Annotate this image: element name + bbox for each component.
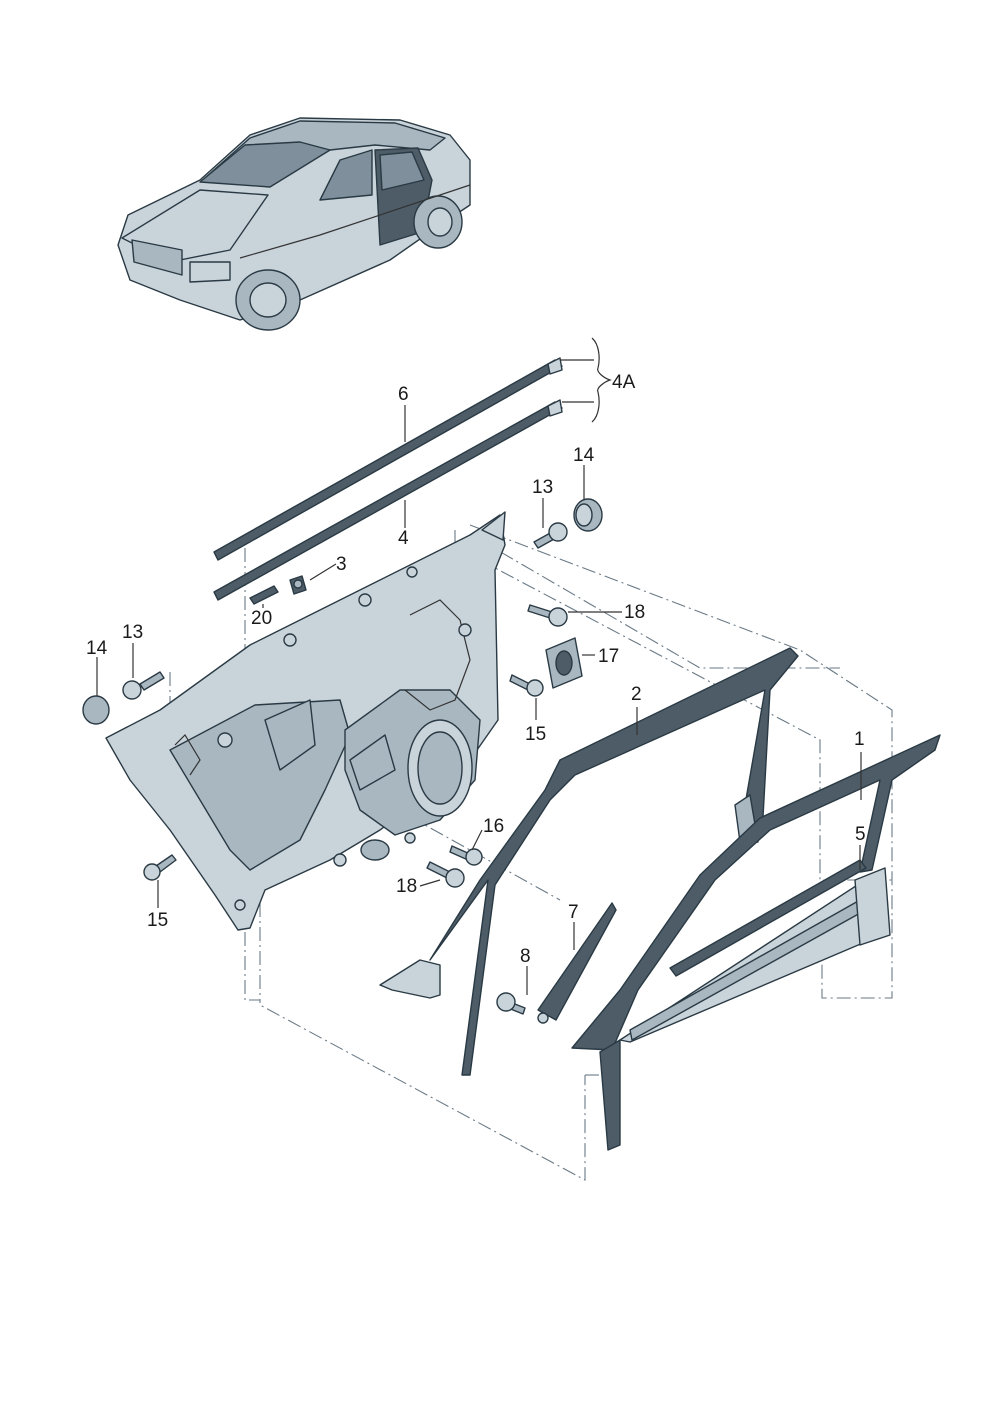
callout-2: 2 [631, 684, 642, 705]
callout-17: 17 [598, 646, 619, 667]
screw-18-top [527, 604, 568, 627]
callout-13-top: 13 [532, 477, 553, 498]
callout-16: 16 [483, 816, 504, 837]
screw-15-left [143, 854, 177, 881]
callout-labels: 1 2 3 4 4A 5 6 7 8 13 13 14 14 15 15 16 … [86, 372, 866, 967]
clip-3 [289, 575, 307, 595]
callout-15-left: 15 [147, 910, 168, 931]
callout-18-top: 18 [624, 602, 645, 623]
screw-16 [449, 845, 483, 866]
car-thumbnail [117, 117, 471, 331]
inner-window-seal-4 [213, 399, 563, 601]
callout-7: 7 [568, 902, 579, 923]
callout-5: 5 [855, 824, 866, 845]
callout-4a: 4A [612, 372, 636, 393]
outer-window-seal-6 [213, 357, 563, 561]
door-inner-panel [105, 511, 506, 931]
callout-13-left: 13 [122, 622, 143, 643]
window-frame-1 [571, 734, 941, 1151]
callout-20: 20 [251, 608, 272, 629]
callout-3: 3 [336, 554, 347, 575]
callout-1: 1 [854, 729, 865, 750]
callout-14-top: 14 [573, 445, 595, 466]
screw-8 [496, 992, 526, 1015]
trim-strip-5 [669, 859, 867, 977]
callout-4: 4 [398, 528, 409, 549]
leader-lines [96, 337, 862, 995]
callout-8: 8 [520, 946, 531, 967]
screw-13-top [533, 522, 568, 549]
callout-15-right: 15 [525, 724, 546, 745]
callout-18-bottom: 18 [396, 876, 417, 897]
cap-14-left [82, 695, 110, 725]
pad-20 [249, 585, 279, 605]
bracket-17 [545, 637, 583, 689]
callout-6: 6 [398, 384, 409, 405]
screw-13-left [122, 671, 165, 700]
cap-14-top [573, 498, 603, 532]
triangle-trim-7 [537, 902, 617, 1024]
screw-18-bottom [426, 861, 465, 888]
callout-14-left: 14 [86, 638, 108, 659]
screw-15-right [509, 674, 544, 697]
